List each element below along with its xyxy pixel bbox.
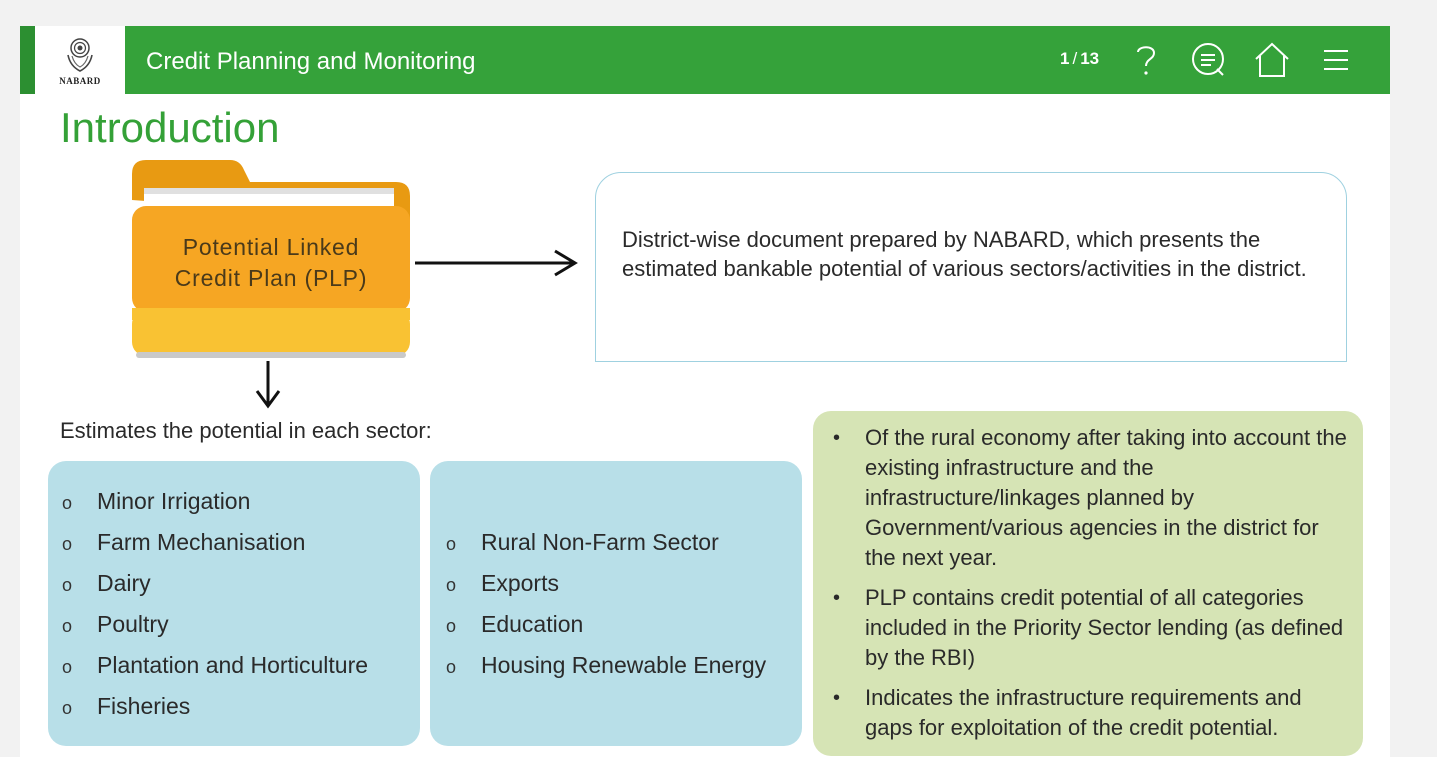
estimates-label: Estimates the potential in each sector: (60, 418, 432, 443)
bullet-icon: o (62, 657, 73, 677)
note-text: Indicates the infrastructure requirement… (865, 685, 1302, 740)
bullet-icon: o (62, 534, 73, 554)
home-icon (1255, 42, 1289, 77)
bullet-icon: o (446, 534, 457, 554)
header-accent-strip (20, 26, 35, 94)
sector-label: Exports (481, 570, 559, 596)
logo-text: NABARD (59, 75, 101, 86)
page-separator: / (1072, 49, 1078, 68)
list-item: o Education (446, 604, 766, 645)
list-item: o Poultry (62, 604, 368, 645)
list-item: o Rural Non-Farm Sector (446, 522, 766, 563)
bullet-icon: o (446, 616, 457, 636)
bullet-icon: o (62, 575, 73, 595)
plp-notes-box: • Of the rural economy after taking into … (813, 411, 1363, 756)
page-total: 13 (1080, 49, 1100, 68)
list-item: o Housing Renewable Energy (446, 645, 766, 686)
note-text: Of the rural economy after taking into a… (865, 425, 1347, 570)
sector-label: Fisheries (97, 693, 191, 719)
list-item: o Plantation and Horticulture (62, 645, 368, 686)
nabard-emblem-icon (67, 37, 93, 72)
folder-icon (132, 160, 410, 358)
bullet-icon: o (62, 698, 73, 718)
plp-description: District-wise document prepared by NABAR… (622, 227, 1307, 281)
note-text: PLP contains credit potential of all cat… (865, 585, 1344, 670)
menu-icon (1324, 50, 1348, 70)
bullet-dot-icon: • (833, 687, 841, 709)
chat-icon (1192, 43, 1224, 76)
list-item: • Indicates the infrastructure requiremen… (827, 683, 1352, 743)
sector-label: Farm Mechanisation (97, 529, 306, 555)
sector-label: Minor Irrigation (97, 488, 251, 514)
bullet-dot-icon: • (833, 427, 841, 449)
arrow-down-icon (255, 361, 281, 409)
menu-button[interactable] (1316, 40, 1356, 80)
plp-notes-list: • Of the rural economy after taking into … (827, 423, 1352, 753)
app-title: Credit Planning and Monitoring (146, 48, 476, 75)
list-item: o Fisheries (62, 686, 368, 727)
bullet-icon: o (62, 493, 73, 513)
plp-folder: Potential Linked Credit Plan (PLP) (130, 160, 412, 360)
list-item: • Of the rural economy after taking into … (827, 423, 1352, 573)
list-item: o Dairy (62, 563, 368, 604)
help-icon (1137, 46, 1156, 75)
list-item: o Farm Mechanisation (62, 522, 368, 563)
list-item: o Exports (446, 563, 766, 604)
arrow-right-icon (415, 249, 578, 277)
bullet-icon: o (62, 616, 73, 636)
folder-label-line2: Credit Plan (PLP) (174, 265, 368, 291)
bullet-icon: o (446, 657, 457, 677)
folder-label-line1: Potential Linked (182, 234, 360, 260)
bullet-icon: o (446, 575, 457, 595)
chat-button[interactable] (1188, 40, 1228, 80)
header-bar: NABARD Credit Planning and Monitoring 1/… (20, 26, 1390, 94)
sector-label: Housing Renewable Energy (481, 652, 767, 678)
list-item: • PLP contains credit potential of all ca… (827, 583, 1352, 673)
page-current: 1 (1060, 49, 1070, 68)
plp-description-box: District-wise document prepared by NABAR… (595, 172, 1347, 362)
sector-label: Dairy (97, 570, 151, 596)
page-counter: 1/13 (1060, 49, 1099, 69)
list-item: o Minor Irrigation (62, 481, 368, 522)
sector-label: Poultry (97, 611, 169, 637)
nabard-logo: NABARD (35, 26, 125, 94)
sector-label: Education (481, 611, 584, 637)
sector-label: Rural Non-Farm Sector (481, 529, 719, 555)
home-button[interactable] (1252, 40, 1292, 80)
slide-frame: NABARD Credit Planning and Monitoring 1/… (20, 26, 1390, 757)
help-button[interactable] (1126, 40, 1166, 80)
page-title: Introduction (60, 104, 280, 151)
bullet-dot-icon: • (833, 587, 841, 609)
folder-label: Potential Linked Credit Plan (PLP) (130, 232, 412, 294)
sector-label: Plantation and Horticulture (97, 652, 369, 678)
